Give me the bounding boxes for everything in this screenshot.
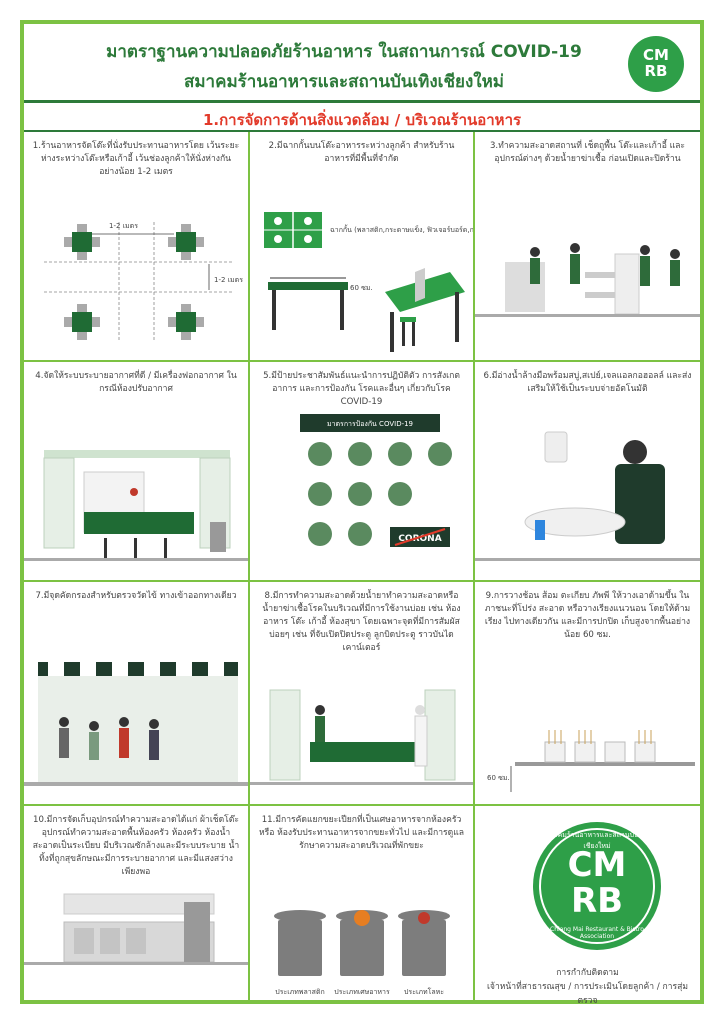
- measure-7: 7.มีจุดคัดกรองสำหรับตรวจวัดไข้ ทางเข้าออ…: [24, 582, 250, 806]
- measure-5: 5.มีป้ายประชาสัมพันธ์แนะนำการปฏิบัติตัว …: [250, 362, 475, 582]
- shelf-height-label: 60 ซม.: [487, 774, 510, 782]
- partition-label: ฉากกั้น (พลาสติก,กระดาษแข็ง, ฟิวเจอร์บอร…: [330, 223, 475, 234]
- logo-line2: RB: [644, 62, 668, 80]
- table-bottom-left: [64, 304, 100, 340]
- logo-line1: CM: [643, 46, 669, 64]
- measure-4-text: 4.จัดให้ระบบระบายอากาศที่ดี / มีเครื่องฟ…: [35, 371, 237, 394]
- measure-9: 9.การวางช้อน ส้อม ตะเกียบ ภัพพี ให้วางเอ…: [475, 582, 700, 806]
- cutlery-storage-illustration: 60 ซม.: [487, 730, 695, 792]
- measure-2-text: 2.มีฉากกั้นบนโต๊ะอาหารระหว่างลูกค้า สำหร…: [268, 141, 455, 164]
- bin-label-plastic: ประเภทพลาสติก: [275, 988, 324, 996]
- logo-arc-bottom: Chiang Mai Restaurant & Bistro Associati…: [550, 926, 644, 940]
- handwash-illustration: [475, 431, 700, 561]
- measures-grid: 1.ร้านอาหารจัดโต๊ะที่นั่งรับประทานอาหารโ…: [24, 132, 700, 1004]
- measure-1: 1.ร้านอาหารจัดโต๊ะที่นั่งรับประทานอาหารโ…: [24, 132, 250, 362]
- association-logo-large: สมาคมร้านอาหารและสถานบันเทิงเชียงใหม่ CM…: [533, 822, 661, 950]
- measure-8-text: 8.มีการทำความสะอาดด้วยน้ำยาทำความสะอาดหร…: [262, 591, 461, 653]
- cleaning-staff-illustration: [475, 243, 700, 317]
- measure-3: 3.ทำความสะอาดสถานที่ เช็ดถูพื้น โต๊ะและเ…: [475, 132, 700, 362]
- logo-large-line1: CM: [567, 845, 627, 885]
- measure-5-text: 5.มีป้ายประชาสัมพันธ์แนะนำการปฏิบัติตัว …: [263, 371, 460, 407]
- measure-10-text: 10.มีการจัดเก็บอุปกรณ์ทำความสะอาดได้แก่ …: [32, 815, 240, 877]
- waste-bins-illustration: ประเภทพลาสติก ประเภทเศษอาหาร ประเภทโลหะ: [274, 910, 450, 996]
- measure-3-text: 3.ทำความสะอาดสถานที่ เช็ดถูพื้น โต๊ะและเ…: [489, 141, 686, 164]
- monitoring-cell: สมาคมร้านอาหารและสถานบันเทิงเชียงใหม่ CM…: [475, 806, 700, 1004]
- disinfection-illustration: [250, 689, 473, 785]
- logo-arc-top: สมาคมร้านอาหารและสถานบันเทิงเชียงใหม่: [544, 831, 650, 850]
- measure-11-text: 11.มีการคัดแยกขยะเปียกที่เป็นเศษอาหารจาก…: [258, 815, 465, 851]
- measure-7-text: 7.มีจุดคัดกรองสำหรับตรวจวัดไข้ ทางเข้าออ…: [35, 591, 237, 601]
- table-top-right: [168, 224, 204, 260]
- section-divider: [24, 130, 700, 132]
- screening-point-illustration: [24, 662, 248, 786]
- partition-height-label: 60 ซม.: [350, 284, 373, 292]
- spacing-label-horizontal: 1-2 เมตร: [109, 222, 138, 230]
- bin-label-metal: ประเภทโลหะ: [404, 987, 444, 996]
- association-logo: CM RB: [628, 36, 684, 92]
- table-spacing-illustration: 1-2 เมตร 1-2 เมตร: [44, 222, 243, 342]
- logo-ring: [539, 828, 655, 944]
- table-top-left: [64, 224, 100, 260]
- header: มาตราฐานความปลอดภัยร้านอาหาร ในสถานการณ์…: [24, 24, 700, 102]
- monitoring-text: การกำกับติดตาม เจ้าหน้าที่สาธารณสุข / กา…: [483, 966, 692, 1004]
- monitoring-detail: เจ้าหน้าที่สาธารณสุข / การประเมินโดยลูกค…: [486, 982, 689, 1004]
- header-divider: [24, 100, 700, 103]
- measure-10: 10.มีการจัดเก็บอุปกรณ์ทำความสะอาดได้แก่ …: [24, 806, 250, 1004]
- kitchen-illustration: [24, 893, 248, 965]
- poster-title: มาตรการป้องกัน COVID-19: [327, 420, 413, 428]
- ventilation-illustration: [24, 450, 248, 561]
- covid-poster-illustration: มาตรการป้องกัน COVID-19 CORONA: [300, 414, 452, 547]
- poster-sign: CORONA: [398, 534, 441, 544]
- measure-9-text: 9.การวางช้อน ส้อม ตะเกียบ ภัพพี ให้วางเอ…: [484, 591, 691, 640]
- table-bottom-right: [168, 304, 204, 340]
- measure-8: 8.มีการทำความสะอาดด้วยน้ำยาทำความสะอาดหร…: [250, 582, 475, 806]
- table-partition-illustration: ฉากกั้น (พลาสติก,กระดาษแข็ง, ฟิวเจอร์บอร…: [264, 212, 475, 352]
- measure-2: 2.มีฉากกั้นบนโต๊ะอาหารระหว่างลูกค้า สำหร…: [250, 132, 475, 362]
- measure-11: 11.มีการคัดแยกขยะเปียกที่เป็นเศษอาหารจาก…: [250, 806, 475, 1004]
- page-title: มาตราฐานความปลอดภัยร้านอาหาร ในสถานการณ์…: [106, 42, 582, 62]
- measure-6: 6.มีอ่างน้ำล้างมือพร้อมสบู่,สเปย์,เจลแอล…: [475, 362, 700, 582]
- page-subtitle: สมาคมร้านอาหารและสถานบันเทิงเชียงใหม่: [183, 72, 505, 92]
- poster: มาตราฐานความปลอดภัยร้านอาหาร ในสถานการณ์…: [20, 20, 704, 1004]
- bin-label-food: ประเภทเศษอาหาร: [334, 988, 390, 996]
- section-title: 1.การจัดการด้านสิ่งแวดล้อม / บริเวณร้านอ…: [202, 111, 522, 129]
- monitoring-title: การกำกับติดตาม: [556, 968, 619, 978]
- measure-6-text: 6.มีอ่างน้ำล้างมือพร้อมสบู่,สเปย์,เจลแอล…: [483, 371, 692, 394]
- measure-4: 4.จัดให้ระบบระบายอากาศที่ดี / มีเครื่องฟ…: [24, 362, 250, 582]
- logo-large-line2: RB: [570, 881, 624, 921]
- spacing-label-vertical: 1-2 เมตร: [214, 276, 243, 284]
- measure-1-text: 1.ร้านอาหารจัดโต๊ะที่นั่งรับประทานอาหารโ…: [32, 141, 240, 177]
